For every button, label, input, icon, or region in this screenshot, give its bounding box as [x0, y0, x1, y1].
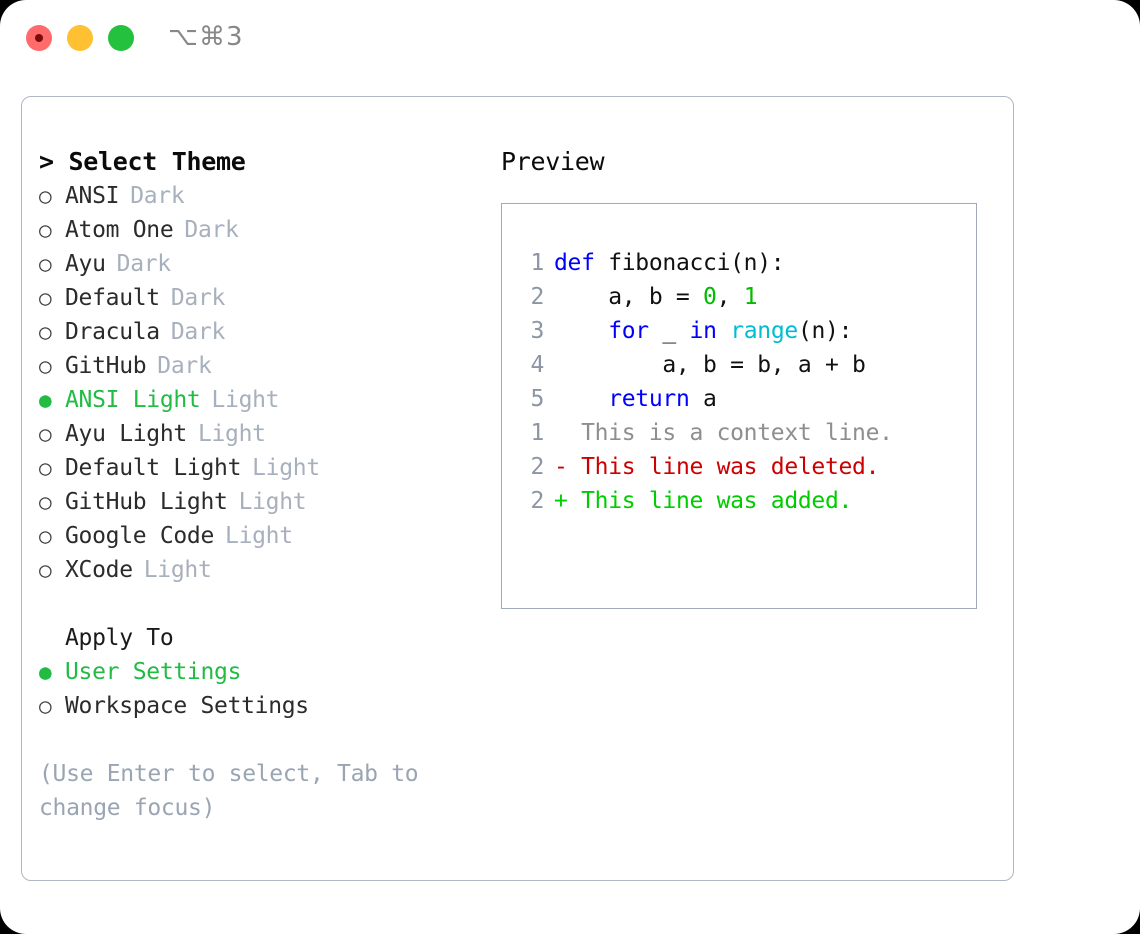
radio-unselected-icon[interactable]: ○: [39, 558, 52, 582]
diff-line: 2- This line was deleted.: [516, 450, 970, 484]
theme-name-label: Ayu: [65, 251, 106, 277]
theme-variant-label: Dark: [184, 217, 239, 243]
radio-unselected-icon[interactable]: ○: [39, 694, 52, 718]
diff-text: This line was added.: [567, 488, 853, 514]
theme-variant-label: Dark: [116, 251, 172, 277]
theme-variant-label: Light: [211, 387, 280, 413]
theme-variant-label: Dark: [157, 353, 212, 379]
select-theme-header: > Select Theme: [39, 147, 246, 176]
theme-name-label: Google Code: [65, 523, 215, 549]
apply-to-header: Apply To: [65, 625, 174, 651]
code-text: for _ in range(n):: [608, 318, 853, 344]
radio-selected-icon[interactable]: ●: [39, 660, 52, 684]
theme-list-item[interactable]: ○ Default Dark: [39, 281, 479, 315]
preview-header: Preview: [501, 147, 605, 176]
theme-variant-label: Dark: [170, 319, 226, 345]
theme-name-label: Default: [65, 285, 160, 311]
theme-list-item[interactable]: ○ XCode Light: [39, 553, 479, 587]
theme-list-item[interactable]: ○ GitHub Light Light: [39, 485, 479, 519]
code-text: a, b = b, a + b: [554, 352, 866, 378]
code-line: 3 for _ in range(n):: [516, 314, 970, 348]
theme-name-label: Atom One: [65, 217, 174, 243]
theme-list-item[interactable]: ○ Ayu Dark: [39, 247, 479, 281]
code-text: def fibonacci(n):: [554, 250, 785, 276]
theme-name-label: ANSI: [65, 183, 120, 209]
theme-name-label: ANSI Light: [65, 387, 201, 413]
diff-text: This is a context line.: [567, 420, 893, 446]
diff-marker: -: [554, 454, 568, 480]
theme-variant-label: Dark: [170, 285, 226, 311]
diff-marker: [554, 416, 568, 450]
apply-to-label: User Settings: [65, 659, 242, 685]
radio-unselected-icon[interactable]: ○: [39, 456, 52, 480]
theme-list-item[interactable]: ○ Google Code Light: [39, 519, 479, 553]
window-controls: [26, 25, 134, 51]
title-bar: ⌥⌘3: [0, 0, 1140, 78]
keyboard-hint-text: (Use Enter to select, Tab to change focu…: [39, 761, 419, 821]
theme-list-item[interactable]: ○ Dracula Dark: [39, 315, 479, 349]
line-number: 1: [530, 420, 544, 446]
line-number: 2: [530, 454, 544, 480]
theme-list-item[interactable]: ○ GitHub Dark: [39, 349, 479, 383]
radio-unselected-icon[interactable]: ○: [39, 320, 52, 344]
code-text: return a: [608, 386, 717, 412]
line-number: 3: [530, 318, 544, 344]
apply-to-option[interactable]: ● User Settings: [39, 655, 479, 689]
theme-variant-label: Light: [225, 523, 293, 549]
theme-variant-label: Light: [143, 557, 212, 583]
diff-line: 2 + This line was added.: [516, 484, 970, 518]
theme-variant-label: Light: [252, 455, 320, 481]
theme-list-item[interactable]: ○ Ayu Light Light: [39, 417, 479, 451]
theme-variant-label: Light: [238, 489, 307, 515]
theme-name-label: Dracula: [65, 319, 160, 345]
theme-list-item[interactable]: ● ANSI Light Light: [39, 383, 479, 417]
theme-name-label: Default Light: [65, 455, 242, 481]
line-number: 4: [530, 352, 544, 378]
diff-line: 1 This is a context line.: [516, 416, 970, 450]
close-window-button[interactable]: [26, 25, 52, 51]
theme-name-label: GitHub Light: [65, 489, 228, 515]
code-line: 4 a, b = b, a + b: [516, 348, 970, 382]
apply-to-list[interactable]: ● User Settings ○ Workspace Settings: [39, 655, 479, 723]
maximize-window-button[interactable]: [108, 25, 134, 51]
radio-unselected-icon[interactable]: ○: [39, 354, 52, 378]
radio-unselected-icon[interactable]: ○: [39, 252, 52, 276]
theme-list-item[interactable]: ○ Default Light Light: [39, 451, 479, 485]
diff-sample: 1 This is a context line.2- This line wa…: [516, 416, 970, 518]
theme-name-label: XCode: [65, 557, 133, 583]
theme-name-label: GitHub: [65, 353, 147, 379]
theme-name-label: Ayu Light: [65, 421, 187, 447]
diff-marker: +: [554, 488, 568, 514]
radio-unselected-icon[interactable]: ○: [39, 490, 52, 514]
radio-unselected-icon[interactable]: ○: [39, 184, 52, 208]
radio-unselected-icon[interactable]: ○: [39, 286, 52, 310]
theme-variant-label: Dark: [130, 183, 185, 209]
diff-text: This line was deleted.: [567, 454, 880, 480]
apply-to-label: Workspace Settings: [65, 693, 309, 719]
code-line: 1 def fibonacci(n):: [516, 246, 970, 280]
theme-variant-label: Light: [197, 421, 266, 447]
line-number: 1: [530, 250, 544, 276]
theme-list-item[interactable]: ○ Atom One Dark: [39, 213, 479, 247]
code-line: 2 a, b = 0, 1: [516, 280, 970, 314]
code-line: 5 return a: [516, 382, 970, 416]
line-number: 2: [530, 284, 544, 310]
apply-to-option[interactable]: ○ Workspace Settings: [39, 689, 479, 723]
theme-list-item[interactable]: ○ ANSI Dark: [39, 179, 479, 213]
radio-unselected-icon[interactable]: ○: [39, 218, 52, 242]
radio-selected-icon[interactable]: ●: [39, 388, 52, 412]
code-text: a, b = 0, 1: [554, 284, 758, 310]
keyboard-shortcut-label: ⌥⌘3: [168, 22, 244, 52]
line-number: 5: [530, 386, 544, 412]
minimize-window-button[interactable]: [67, 25, 93, 51]
radio-unselected-icon[interactable]: ○: [39, 422, 52, 446]
line-number: 2: [530, 488, 544, 514]
radio-unselected-icon[interactable]: ○: [39, 524, 52, 548]
